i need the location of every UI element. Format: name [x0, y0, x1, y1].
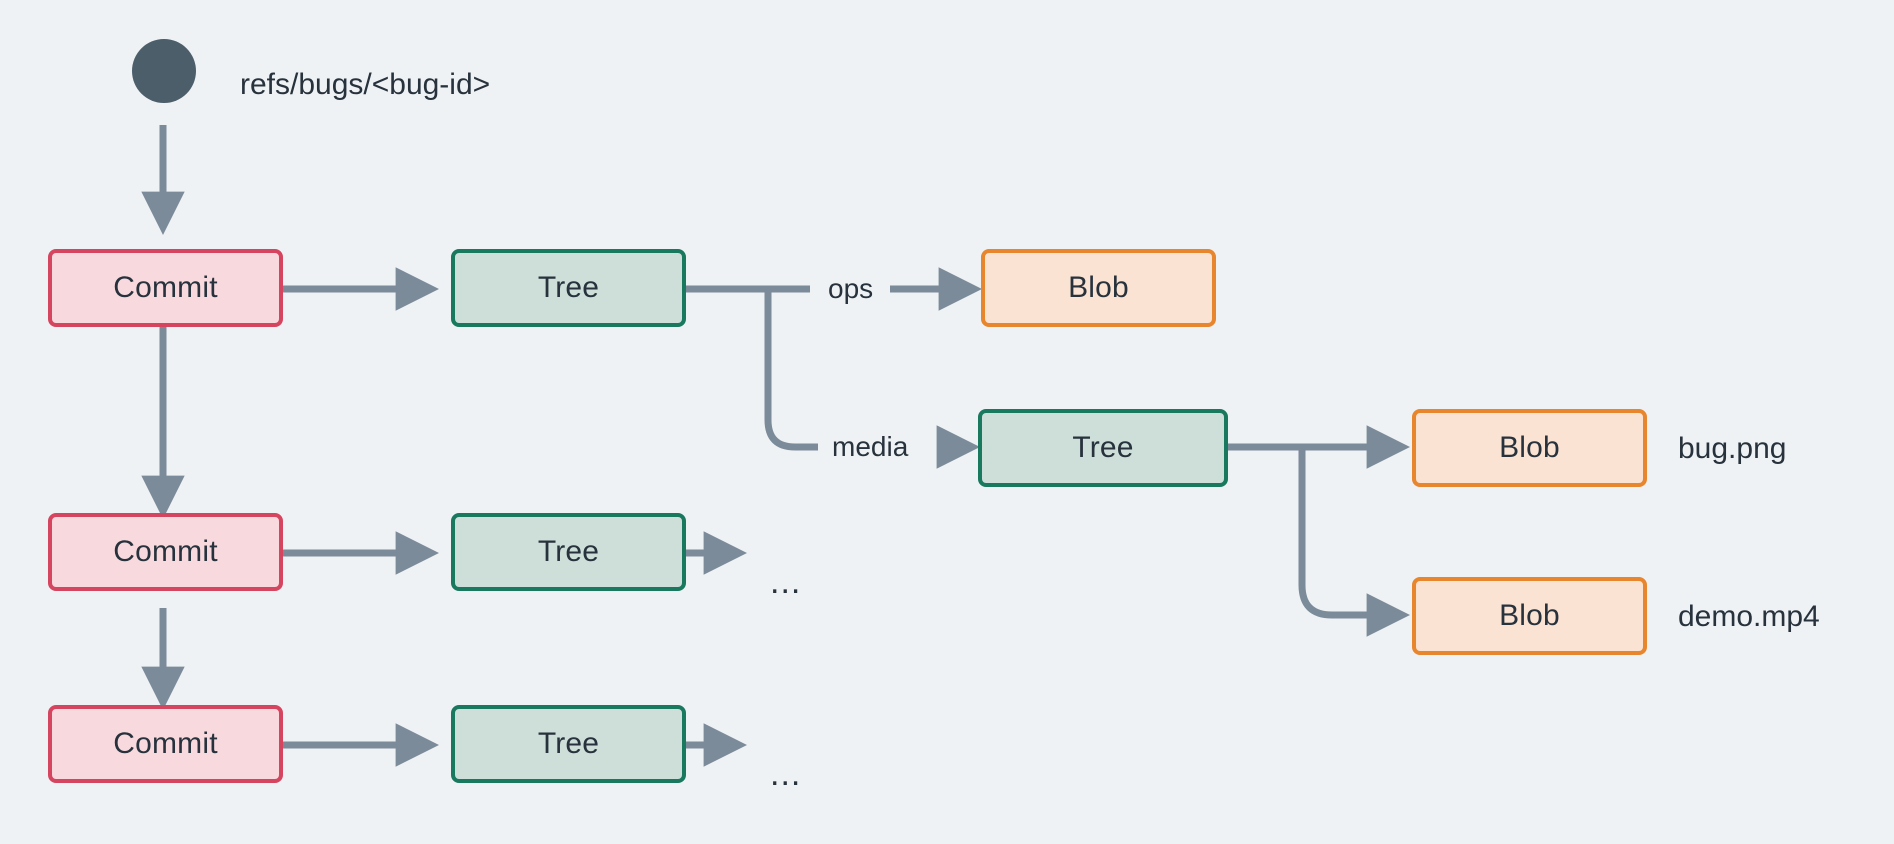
commit-node-1[interactable]: Commit: [48, 249, 283, 327]
ref-dot-node[interactable]: [132, 39, 196, 103]
commit-node-2[interactable]: Commit: [48, 513, 283, 591]
tree-node-2[interactable]: Tree: [451, 513, 686, 591]
blob-filename-demo-mp4: demo.mp4: [1678, 600, 1820, 633]
blob-filename-bug-png: bug.png: [1678, 432, 1787, 465]
tree-node-media[interactable]: Tree: [978, 409, 1228, 487]
blob-node-bug-png[interactable]: Blob: [1412, 409, 1647, 487]
blob-node-demo-mp4[interactable]: Blob: [1412, 577, 1647, 655]
tree-node-3[interactable]: Tree: [451, 705, 686, 783]
edge-label-ops: ops: [826, 273, 876, 304]
ellipsis-tree-2: ...: [770, 563, 802, 601]
commit-node-3[interactable]: Commit: [48, 705, 283, 783]
ref-name-label: refs/bugs/<bug-id>: [240, 68, 491, 101]
tree-node-1[interactable]: Tree: [451, 249, 686, 327]
blob-node-ops[interactable]: Blob: [981, 249, 1216, 327]
edge-label-media: media: [830, 431, 911, 462]
ellipsis-tree-3: ...: [770, 755, 802, 793]
